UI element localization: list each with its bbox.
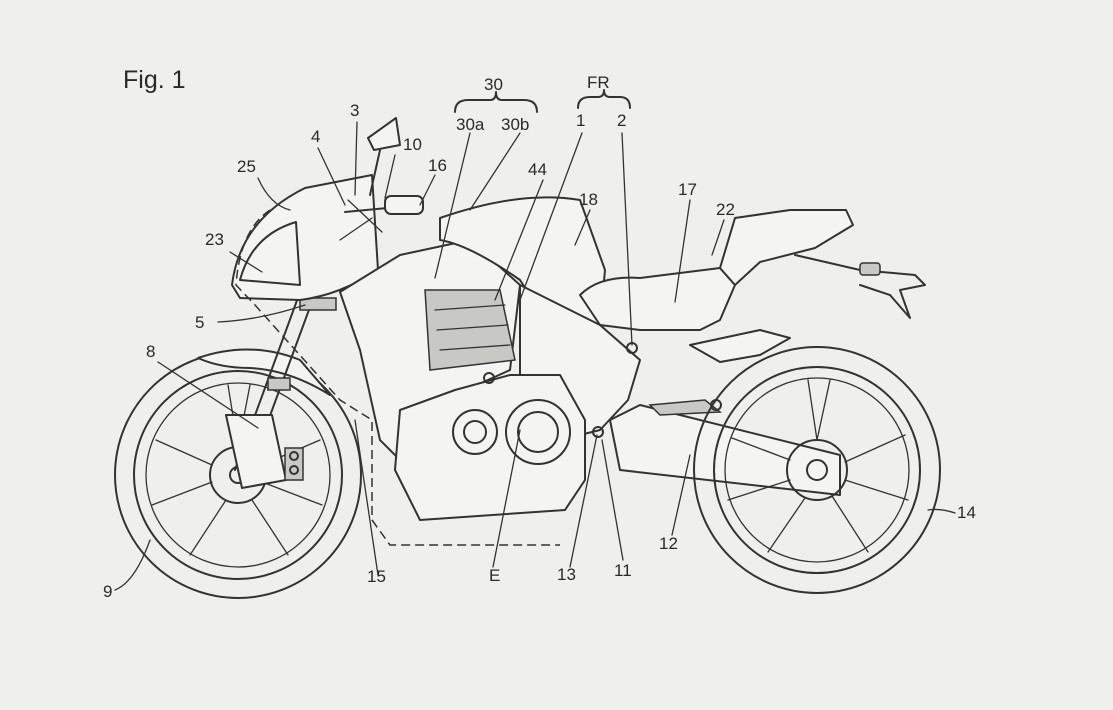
swingarm	[609, 404, 841, 496]
label-44: 44	[528, 160, 547, 179]
label-8: 8	[146, 342, 155, 361]
label-5: 5	[195, 313, 204, 332]
label-13: 13	[557, 565, 576, 584]
label-22: 22	[716, 200, 735, 219]
bracket-30	[454, 91, 538, 113]
bracket-fr	[577, 89, 631, 109]
label-11: 11	[614, 561, 632, 580]
fuel-tank	[439, 196, 606, 326]
label-18: 18	[579, 190, 598, 209]
seat	[579, 267, 736, 331]
front-fender	[197, 348, 331, 396]
label-14: 14	[957, 503, 976, 522]
label-3: 3	[350, 101, 359, 120]
label-30a: 30a	[456, 115, 485, 134]
figure-title: Fig. 1	[123, 66, 186, 94]
label-10: 10	[403, 135, 422, 154]
rear-wheel	[693, 346, 941, 594]
tail-cowl	[719, 209, 854, 286]
handlebar	[339, 117, 424, 241]
label-2: 2	[617, 111, 626, 130]
label-E: E	[489, 566, 500, 585]
label-16: 16	[428, 156, 447, 175]
label-fr: FR	[587, 73, 610, 92]
label-12: 12	[659, 534, 678, 553]
reference-labels: 30a 30b 1 2 3 4 5 8 9 10 11 12 13 14 15 …	[103, 101, 976, 601]
tail-light	[859, 262, 881, 276]
headlight-lens	[239, 221, 301, 286]
cowl-outline	[235, 209, 560, 546]
engine	[394, 289, 586, 521]
label-15: 15	[367, 567, 386, 586]
label-4: 4	[311, 127, 320, 146]
rear-hugger	[689, 329, 791, 363]
label-9: 9	[103, 582, 112, 601]
leader-lines	[114, 121, 956, 591]
label-1: 1	[576, 111, 585, 130]
label-30: 30	[484, 75, 503, 94]
label-17: 17	[678, 180, 697, 199]
label-30b: 30b	[501, 115, 529, 134]
label-25: 25	[237, 157, 256, 176]
label-23: 23	[205, 230, 224, 249]
